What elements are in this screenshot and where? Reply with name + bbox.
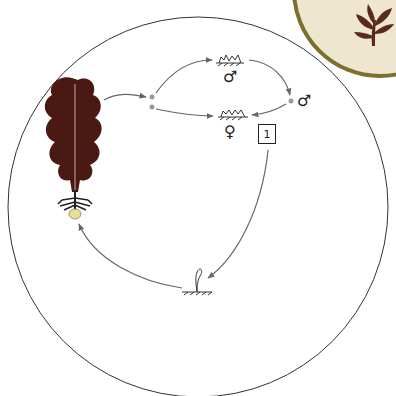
sporophyte: [45, 77, 102, 219]
sex-symbol: ♂: [297, 93, 311, 109]
male-gametophyte: [216, 55, 244, 66]
sperm: [289, 99, 294, 104]
callout-box: 1: [258, 124, 276, 144]
young-sporophyte: [182, 269, 212, 295]
cycle-circle: [8, 17, 388, 396]
spore: [150, 95, 155, 100]
sex-symbol: ♀: [224, 124, 236, 140]
spore: [150, 105, 155, 110]
sex-symbol: ♂: [223, 69, 237, 85]
cycle-arrows: [79, 60, 290, 288]
corner-badge: [294, 0, 396, 76]
female-gametophyte: [218, 110, 248, 120]
callout-number: 1: [264, 129, 271, 140]
